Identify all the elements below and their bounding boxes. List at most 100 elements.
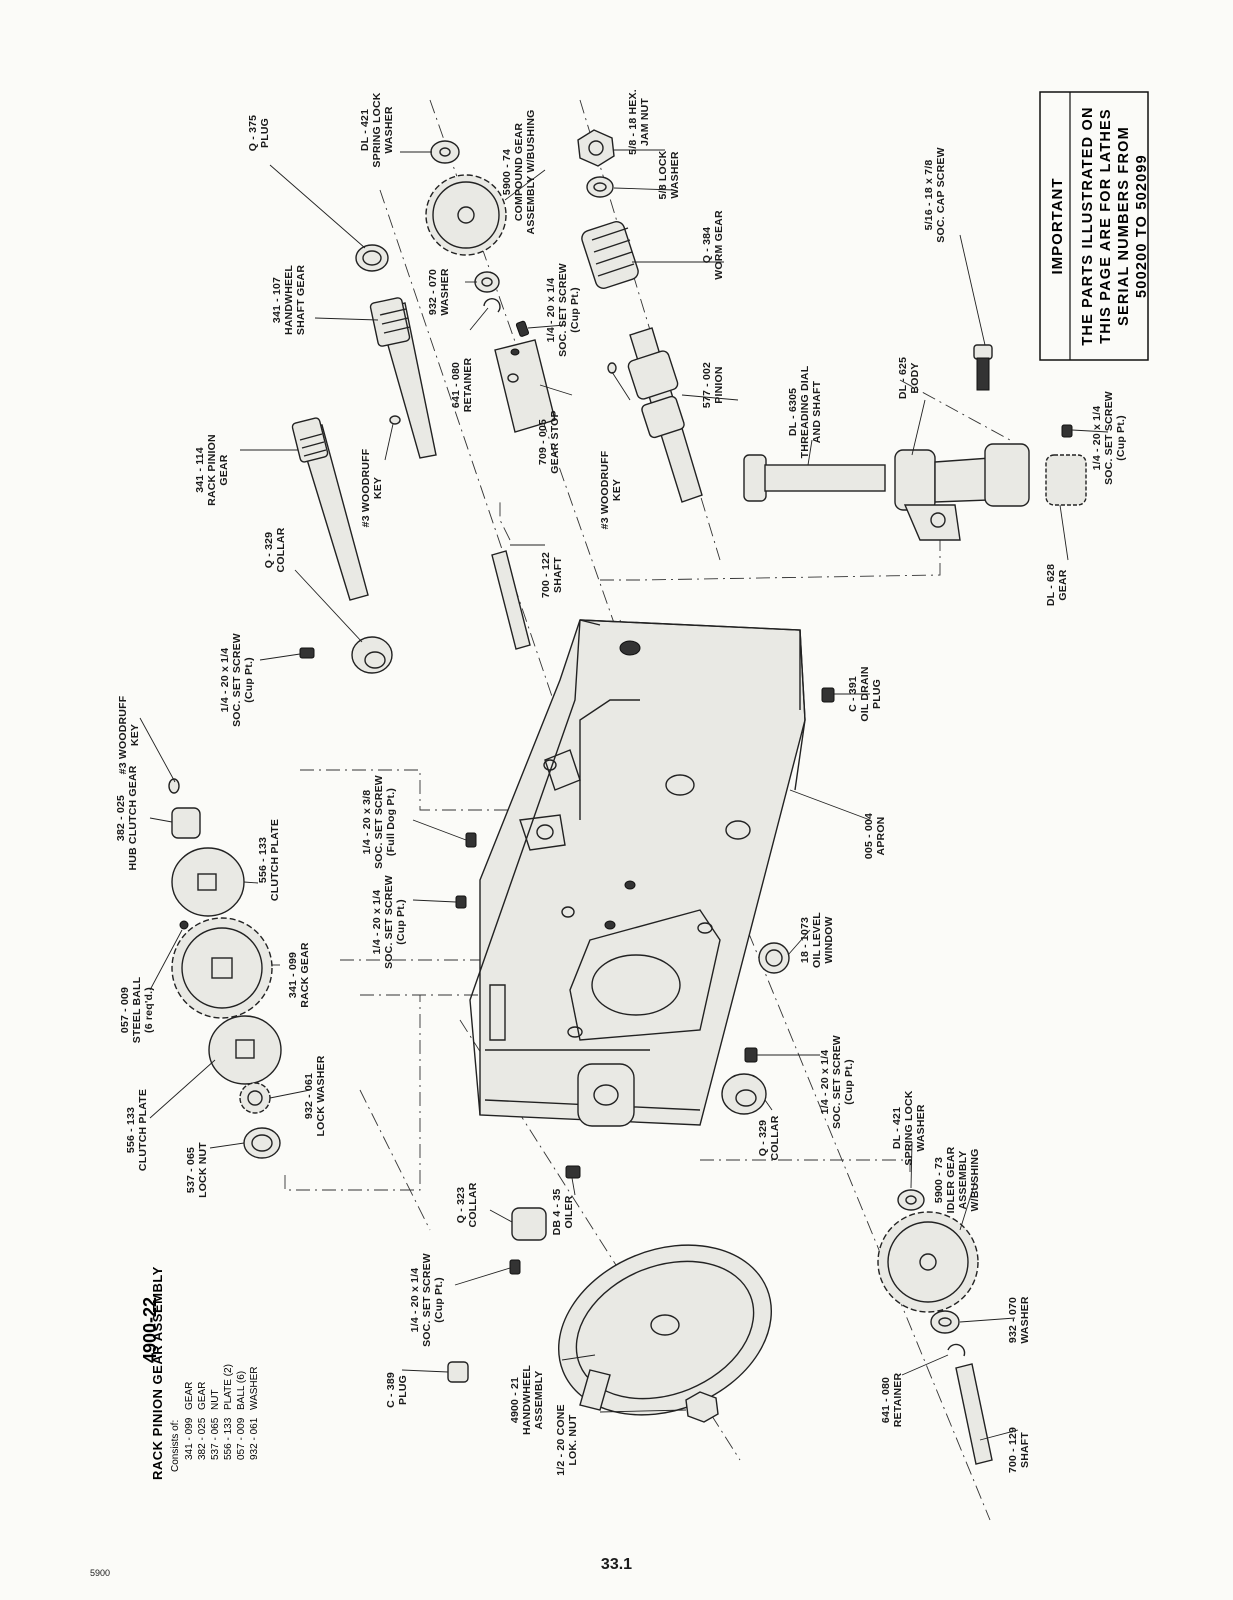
clutch-plate-top: [171, 847, 245, 917]
callout-set_screw_mid-line-1: 1/4 - 20 x 1/4: [371, 890, 383, 955]
idler-gear: [877, 1211, 979, 1313]
leader-lines: [139, 149, 1109, 1441]
important-line-2: THIS PAGE ARE FOR LATHES: [1098, 108, 1114, 344]
callout-dl421_bottom-line-3: WASHER: [915, 1104, 927, 1152]
compound-gear-assembly: [425, 174, 507, 256]
assembly-item-part-6: 932 - 061: [249, 1417, 260, 1460]
threading-dial-shaft: [743, 454, 886, 502]
callout-cone_nut-line-2: LOK. NUT: [567, 1414, 579, 1466]
assembly-item-part-3: 537 - 065: [210, 1417, 221, 1460]
assembly-item-desc-2: GEAR: [197, 1382, 208, 1410]
callout-set_screw_top-line-3: (Cup Pt.): [569, 287, 581, 333]
callout-oiler-line-1: DB 4 - 35: [551, 1189, 563, 1236]
callout-hw4900_21-line-1: 4900 - 21: [509, 1377, 521, 1423]
collar-q329-bottom: [721, 1073, 767, 1115]
callout-hw4900_21-line-3: ASSEMBLY: [533, 1371, 545, 1430]
callout-set_screw_mid-line-3: (Cup Pt.): [395, 899, 407, 945]
callout-s341_107-line-1: 341 - 107: [271, 277, 283, 323]
important-notice: IMPORTANT THE PARTS ILLUSTRATED ON THIS …: [1039, 91, 1150, 361]
assembly-item-part-2: 382 - 025: [197, 1417, 208, 1460]
callout-c5900_74-line-1: 5900 - 74: [501, 149, 513, 195]
callout-sh700_122-line-2: SHAFT: [552, 557, 564, 593]
cone-lok-nut: [685, 1391, 719, 1423]
callout-set_screw_dog-line-2: SOC. SET SCREW: [373, 775, 385, 869]
callout-cp556_133_top-line-1: 556 - 133: [257, 837, 269, 883]
callout-q329_top-line-2: COLLAR: [275, 527, 287, 572]
callout-g341_114-line-1: 341 - 114: [194, 447, 206, 493]
callout-hub382_025-line-1: 382 - 025: [115, 795, 127, 841]
callout-dl421_bottom-line-1: DL - 421: [891, 1107, 903, 1149]
woodruff-key-left: [168, 778, 180, 794]
rack-gear: [171, 917, 273, 1019]
callout-cap_screw-line-2: SOC. CAP SCREW: [935, 147, 947, 242]
callout-set_screw_left-line-3: (Cup Pt.): [243, 657, 255, 703]
callout-g341_114-line-2: RACK PINION: [206, 434, 218, 506]
gear-stop: [494, 339, 556, 433]
set-screw-bottom: [509, 1259, 521, 1275]
shaft-700-122: [491, 550, 531, 650]
callout-oil_window-line-3: WINDOW: [823, 916, 835, 963]
callout-ball057_009-line-2: STEEL BALL: [131, 976, 143, 1043]
callout-q323-line-2: COLLAR: [467, 1182, 479, 1227]
callout-set_screw_dog-line-3: (Full Dog Pt.): [385, 788, 397, 856]
callout-idler5900_73-line-3: ASSEMBLY: [957, 1151, 969, 1210]
callout-oil_window-line-1: 18 - 1073: [799, 917, 811, 963]
assembly-consists-label: Consists of:: [170, 1420, 181, 1472]
important-title: IMPORTANT: [1049, 177, 1066, 274]
hex-jam-nut: [577, 129, 615, 167]
callout-ball057_009-line-3: (6 req'd.): [143, 987, 155, 1033]
oil-drain-plug: [821, 687, 835, 703]
callout-dl625-line-1: DL - 625: [897, 357, 909, 399]
assembly-list: 4900-22 RACK PINION GEAR ASSEMBLY Consis…: [140, 1266, 260, 1480]
worm-gear: [581, 221, 639, 289]
assembly-item-desc-6: WASHER: [249, 1366, 260, 1410]
spring-lock-washer-top: [430, 140, 460, 164]
callout-gs709_005-line-2: GEAR STOP: [549, 410, 561, 473]
callout-dl628-line-2: GEAR: [1057, 569, 1069, 600]
callout-idler5900_73-line-4: W/BUSHING: [969, 1148, 981, 1211]
spring-lock-washer-bottom: [897, 1189, 925, 1211]
callout-dl6305-line-1: DL - 6305: [787, 388, 799, 436]
page-number: 33.1: [600, 1556, 633, 1573]
callout-w932_070_bottom-line-2: WASHER: [1019, 1296, 1031, 1344]
callout-dl6305-line-3: AND SHAFT: [811, 380, 823, 443]
lock-nut: [243, 1127, 281, 1159]
collar-q323: [511, 1207, 547, 1241]
callout-hw4900_21-line-2: HANDWHEEL: [521, 1365, 533, 1435]
callout-c5900_74-line-2: COMPOUND GEAR: [513, 123, 525, 221]
handwheel: [557, 1244, 773, 1416]
collar-q329-top: [351, 636, 393, 674]
callout-q375-line-1: Q - 375: [247, 115, 259, 151]
callout-set_screw_dog-line-1: 1/4 - 20 x 3/8: [361, 790, 373, 855]
callout-idler5900_73-line-2: IDLER GEAR: [945, 1146, 957, 1213]
callout-set_screw_collar-line-1: 1/4 - 20 x 1/4: [819, 1050, 831, 1115]
callout-s341_107-line-3: SHAFT GEAR: [295, 265, 307, 335]
assembly-number: 4900-22: [140, 1297, 160, 1363]
callout-q329_bottom-line-2: COLLAR: [769, 1115, 781, 1160]
important-line-1: THE PARTS ILLUSTRATED ON: [1080, 106, 1096, 345]
callout-c391-line-3: PLUG: [871, 679, 883, 709]
lock-washer-58: [586, 176, 614, 198]
callout-s341_107-line-2: HANDWHEEL: [283, 265, 295, 335]
plug-c389: [447, 1361, 469, 1383]
callout-key_mid-line-2: KEY: [372, 477, 384, 499]
gear-dl628: [1045, 454, 1087, 506]
lock-washer-932-061: [239, 1082, 271, 1114]
callout-dl421_top-line-3: WASHER: [383, 106, 395, 154]
set-screw-mid: [455, 895, 467, 909]
callout-r641_080_top-line-2: RETAINER: [462, 358, 474, 413]
callout-r641_080_bottom-line-2: RETAINER: [892, 1373, 904, 1428]
assembly-item-desc-3: NUT: [210, 1389, 221, 1410]
oil-level-window: [758, 942, 790, 974]
callout-p577_002-line-1: 577 - 002: [701, 362, 713, 408]
callout-cp556_133_top-line-2: CLUTCH PLATE: [269, 819, 281, 901]
callout-hub382_025-line-2: HUB CLUTCH GEAR: [127, 765, 139, 870]
callout-ln537_065-line-2: LOCK NUT: [197, 1142, 209, 1198]
callout-cone_nut-line-1: 1/2 - 20 CONE: [555, 1404, 567, 1475]
shaft-700-129: [955, 1363, 993, 1465]
callout-cp556_133_bottom-line-1: 556 - 133: [125, 1107, 137, 1153]
callout-set_screw_bottom-line-1: 1/4 - 20 x 1/4: [409, 1268, 421, 1333]
callout-oiler-line-2: OILER: [563, 1195, 575, 1228]
